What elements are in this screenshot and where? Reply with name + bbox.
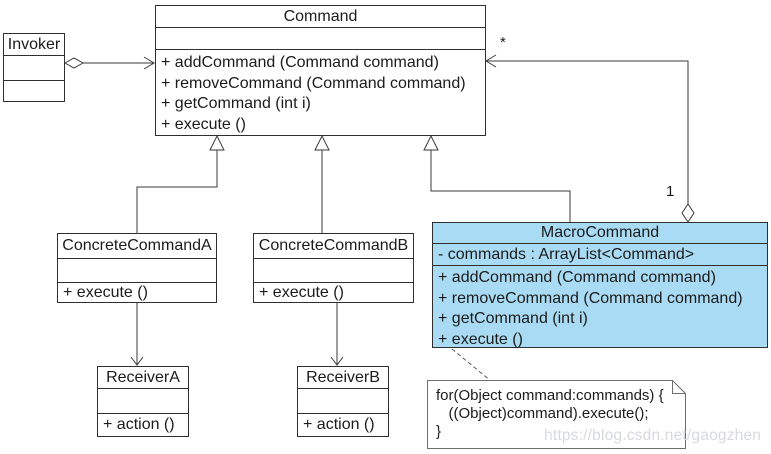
class-methods: + addCommand (Command command) + removeC… <box>156 50 485 135</box>
method-label: + action () <box>303 416 375 433</box>
attribute-label: - commands : ArrayList<Command> <box>438 245 695 263</box>
class-macro-command: MacroCommand - commands : ArrayList<Comm… <box>432 222 768 348</box>
class-title: ReceiverB <box>298 367 388 389</box>
method-label: + addCommand (Command command) <box>161 54 439 71</box>
open-arrowhead <box>130 356 144 366</box>
class-attributes <box>298 389 388 414</box>
class-methods: + execute () <box>58 283 216 302</box>
code-line: for(Object command:commands) { <box>436 387 664 404</box>
note-fold-corner <box>672 380 686 394</box>
class-command: Command + addCommand (Command command) +… <box>155 5 486 136</box>
note-border <box>427 380 686 449</box>
code-line: } <box>436 423 442 440</box>
note-code: for(Object command:commands) { ((Object)… <box>427 380 686 449</box>
class-attributes <box>98 389 188 414</box>
class-methods: + action () <box>98 414 188 436</box>
generalization-concretecommanda <box>136 134 225 233</box>
inheritance-triangle <box>423 134 439 151</box>
class-receiver-a: ReceiverA + action () <box>97 366 189 437</box>
method-label: + getCommand (int i) <box>438 310 588 327</box>
method-label: + removeCommand (Command command) <box>161 74 466 92</box>
class-title: Command <box>156 6 485 28</box>
class-attributes <box>58 259 216 283</box>
class-attributes <box>156 28 485 50</box>
method-label: + getCommand (int i) <box>161 95 311 112</box>
multiplicity-one-label: 1 <box>666 183 675 200</box>
open-arrowhead <box>485 54 497 68</box>
aggregation-diamond <box>681 203 695 223</box>
method-label: + execute () <box>438 330 523 348</box>
open-arrowhead <box>143 56 155 70</box>
open-arrowhead <box>330 356 344 366</box>
class-concrete-command-b: ConcreteCommandB + execute () <box>253 233 414 303</box>
class-methods: + addCommand (Command command) + removeC… <box>433 266 767 347</box>
note-leader-line <box>451 348 492 382</box>
class-attributes: - commands : ArrayList<Command> <box>433 244 767 266</box>
generalization-concretecommandb <box>314 134 330 233</box>
multiplicity-many-label: * <box>500 34 506 51</box>
class-attributes <box>4 56 64 81</box>
method-label: + removeCommand (Command command) <box>438 289 743 307</box>
method-label: + addCommand (Command command) <box>438 269 716 286</box>
method-label: + action () <box>103 416 175 433</box>
class-receiver-b: ReceiverB + action () <box>297 366 389 437</box>
dependency-commandb-receiverb <box>330 303 344 366</box>
inheritance-triangle <box>209 134 225 151</box>
class-title: ConcreteCommandA <box>58 234 216 259</box>
class-methods <box>4 81 64 101</box>
class-methods: + execute () <box>254 283 413 302</box>
code-note: for(Object command:commands) { ((Object)… <box>427 380 686 449</box>
dependency-commanda-receivera <box>130 303 144 366</box>
class-title: Invoker <box>4 34 64 56</box>
watermark: https://blog.csdn.net/gaogzhen <box>544 427 762 444</box>
class-title: ConcreteCommandB <box>254 234 413 259</box>
code-line: ((Object)command).execute(); <box>436 405 649 422</box>
class-title: MacroCommand <box>433 223 767 244</box>
method-label: + execute () <box>63 284 148 301</box>
class-title: ReceiverA <box>98 367 188 389</box>
aggregation-diamond <box>63 57 85 69</box>
method-label: + execute () <box>161 115 246 133</box>
association-macrocommand-command <box>485 54 695 223</box>
class-concrete-command-a: ConcreteCommandA + execute () <box>57 233 217 303</box>
class-attributes <box>254 259 413 283</box>
method-label: + execute () <box>259 284 344 301</box>
inheritance-triangle <box>314 134 330 151</box>
generalization-macrocommand <box>423 134 571 222</box>
association-invoker-command <box>63 56 155 70</box>
class-invoker: Invoker <box>3 33 65 102</box>
class-methods: + action () <box>298 414 388 436</box>
